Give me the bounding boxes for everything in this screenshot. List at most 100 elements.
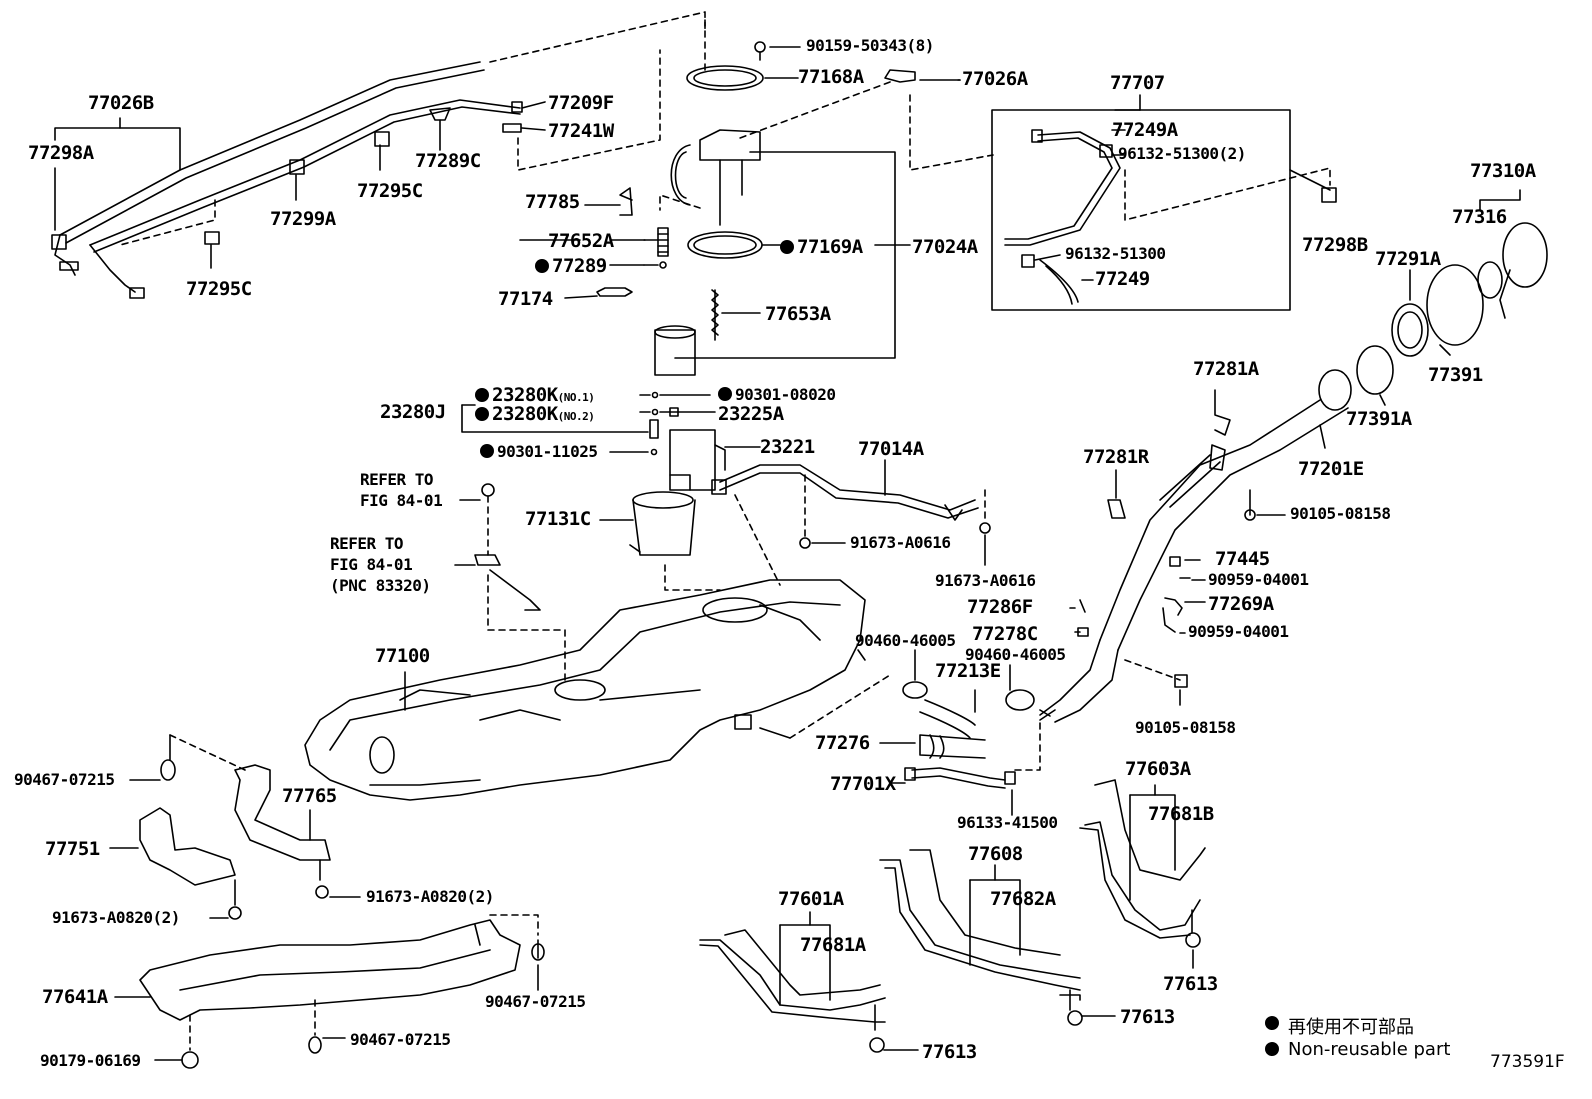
label-90460-a: 90460-46005 [855,631,956,650]
label-90179: 90179-06169 [40,1051,141,1070]
under-cover-77641A [114,914,545,1069]
label-77603A: 77603A [1125,758,1191,780]
label-23225A: 23225A [718,403,784,425]
label-77613-c: 77613 [922,1041,977,1063]
non-reusable-dot-icon [480,444,494,458]
label-77281A: 77281A [1193,358,1259,380]
label-refer-2c: (PNC 83320) [330,576,431,595]
label-77785: 77785 [525,191,580,213]
label-77652A: 77652A [548,230,614,252]
label-90467-c: 90467-07215 [350,1030,451,1049]
label-77286F: 77286F [967,596,1033,618]
label-90159: 90159-50343(8) [806,36,934,55]
label-77751: 77751 [45,838,100,860]
label-77281R: 77281R [1083,446,1149,468]
filler-pipe [1039,369,1352,723]
label-77681A: 77681A [800,934,866,956]
label-77209F: 77209F [548,92,614,114]
label-77613-a: 77613 [1163,973,1218,995]
fuel-pump-23221 [461,391,761,491]
label-77701X: 77701X [830,773,896,795]
fuel-pump-bracket-77131C [599,491,721,591]
label-90105-a: 90105-08158 [1290,504,1391,523]
tank-strap-77608 [879,849,1116,1026]
label-77445: 77445 [1215,548,1270,570]
label-77014A: 77014A [858,438,924,460]
label-90467-a: 90467-07215 [14,770,115,789]
fuel-cap-assembly [1356,189,1548,406]
label-90301-11025: 90301-11025 [480,444,598,460]
label-77241W: 77241W [548,120,614,142]
label-90959-a: 90959-04001 [1208,570,1309,589]
label-96132: 96132-51300 [1065,244,1166,263]
non-reusable-dot-icon [475,407,489,421]
label-77291A: 77291A [1375,248,1441,270]
clip-77299A-icon [289,159,305,175]
clip-77295C-b-icon [204,231,220,245]
fuel-hose-77014A [711,459,991,586]
fuel-pump-module [564,14,961,376]
legend-dot-icon [1265,1016,1279,1030]
label-77641A: 77641A [42,986,108,1008]
label-77100: 77100 [375,645,430,667]
legend-en: Non-reusable part [1288,1039,1451,1060]
label-77299A: 77299A [270,208,336,230]
non-reusable-dot-icon [475,388,489,402]
label-77682A: 77682A [990,888,1056,910]
label-96132-2: 96132-51300(2) [1118,144,1246,163]
label-77295C-b: 77295C [186,278,252,300]
tube-dashed-leaders [119,11,706,246]
label-77391A: 77391A [1346,408,1412,430]
label-refer-2b: FIG 84-01 [330,555,413,574]
label-77295C: 77295C [357,180,423,202]
non-reusable-dot-icon [535,259,549,273]
figure-id: 773591F [1490,1052,1565,1072]
label-77289C: 77289C [415,150,481,172]
label-90959-b: 90959-04001 [1188,622,1289,641]
label-77278C: 77278C [972,623,1038,645]
fuel-tube-assembly [51,61,521,299]
label-23280K-1: 23280K(NO.1) [475,386,595,405]
label-91673-b: 91673-A0616 [935,571,1036,590]
label-77310A: 77310A [1470,160,1536,182]
fuel-tank-77100 [304,579,866,801]
label-77601A: 77601A [778,888,844,910]
label-77201E: 77201E [1298,458,1364,480]
label-91673-c: 91673-A0820(2) [366,887,494,906]
label-91673-a: 91673-A0616 [850,533,951,552]
non-reusable-dot-icon [780,240,794,254]
label-77608: 77608 [968,843,1023,865]
label-77276: 77276 [815,732,870,754]
label-77613-b: 77613 [1120,1006,1175,1028]
tank-strap-77601A [699,911,919,1053]
protector-77751 [109,807,242,920]
label-77707: 77707 [1110,72,1165,94]
label-77249A: 77249A [1112,119,1178,141]
label-77681B: 77681B [1148,803,1214,825]
legend-dot-icon [1265,1042,1279,1056]
label-77174: 77174 [498,288,553,310]
label-77026A: 77026A [962,68,1028,90]
label-77653A: 77653A [765,303,831,325]
label-90460-b: 90460-46005 [965,645,1066,664]
legend-jp: 再使用不可部品 [1288,1017,1414,1038]
label-77024A: 77024A [912,236,978,258]
label-23280K-2: 23280K(NO.2) [475,405,595,424]
label-77168A: 77168A [798,66,864,88]
non-reusable-dot-icon [718,387,732,401]
evap-hose-77249A [1004,129,1126,305]
tank-strap-77603A [1079,779,1206,969]
label-77765: 77765 [282,785,337,807]
evap-hose-kit-box [991,109,1291,311]
clip-77289C-icon [429,107,451,121]
label-77289: 77289 [535,257,607,276]
label-refer-2a: REFER TO [330,534,404,553]
label-77391: 77391 [1428,364,1483,386]
label-77026B: 77026B [88,92,154,114]
label-90301-08020: 90301-08020 [718,387,836,403]
tank-bracket-77765 [129,734,361,899]
label-refer-1b: FIG 84-01 [360,491,443,510]
label-77213E: 77213E [935,660,1001,682]
label-refer-1a: REFER TO [360,470,434,489]
